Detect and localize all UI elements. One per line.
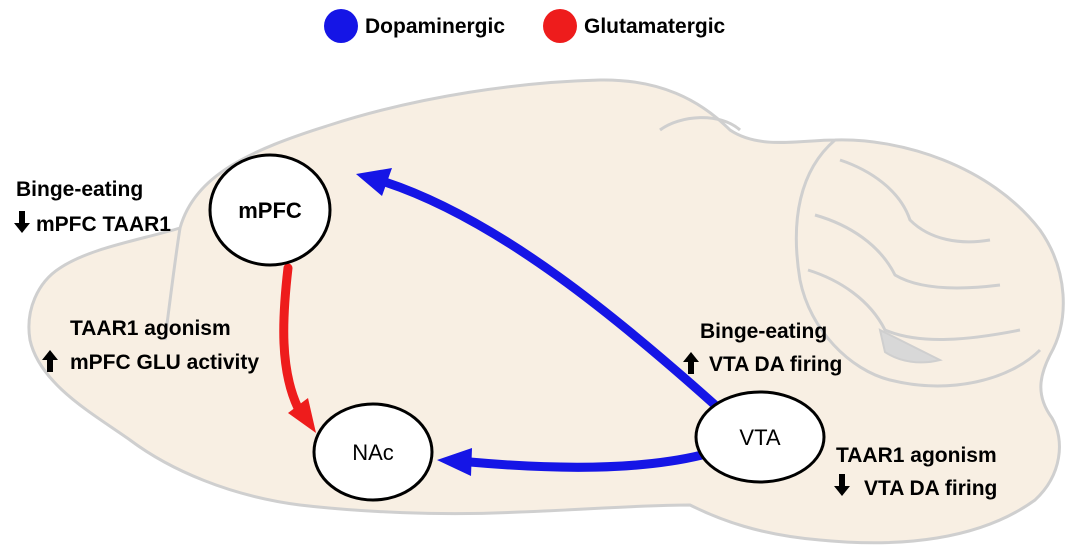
cerebellum-outline (794, 138, 1042, 388)
annotation-vta-agonism-line2: VTA DA firing (864, 477, 997, 500)
node-mpfc-ellipse (208, 153, 332, 267)
up-arrow-icon (42, 350, 58, 372)
annotation-mpfc-agonism: TAAR1 agonism mPFC GLU activity (42, 317, 259, 374)
annotation-mpfc-binge-line2: mPFC TAAR1 (36, 213, 171, 236)
annotation-vta-binge: Binge-eating VTA DA firing (683, 320, 842, 376)
edge-vta-to-nac (465, 450, 707, 472)
olfactory-fold (163, 227, 182, 341)
down-arrow-icon (14, 211, 30, 233)
legend-glutamatergic-label: Glutamatergic (584, 15, 726, 38)
annotation-mpfc-agonism-line1: TAAR1 agonism (70, 317, 231, 340)
brainstem-region (878, 328, 943, 364)
edge-vta-to-mpfc (380, 177, 720, 410)
node-vta-ellipse (694, 390, 826, 484)
node-mpfc: mPFC (208, 153, 332, 267)
annotation-vta-agonism: TAAR1 agonism VTA DA firing (834, 444, 997, 500)
arrowhead-mpfc (356, 168, 392, 196)
annotation-vta-binge-line1: Binge-eating (700, 320, 827, 343)
annotation-mpfc-agonism-line2: mPFC GLU activity (70, 351, 259, 374)
edge-mpfc-to-nac (279, 263, 303, 413)
down-arrow-icon (834, 474, 850, 496)
arrowhead-nac (437, 448, 472, 476)
legend-dopaminergic-label: Dopaminergic (365, 15, 505, 38)
legend: Dopaminergic Glutamatergic (324, 9, 726, 43)
node-vta: VTA (694, 390, 826, 484)
legend-glutamatergic-swatch (543, 9, 577, 43)
pathways (279, 168, 720, 476)
annotation-vta-agonism-line1: TAAR1 agonism (836, 444, 997, 467)
cortex-fold (659, 116, 742, 132)
annotation-mpfc-binge-line1: Binge-eating (16, 178, 143, 201)
node-nac: NAc (312, 402, 434, 502)
arrowhead-nac-red (288, 398, 316, 433)
annotation-mpfc-binge: Binge-eating mPFC TAAR1 (14, 178, 171, 236)
up-arrow-icon (683, 352, 699, 374)
node-nac-ellipse (312, 402, 434, 502)
legend-dopaminergic-swatch (324, 9, 358, 43)
cerebellum-fold-3 (807, 268, 1021, 341)
cerebellum-fold-2 (814, 213, 1001, 290)
node-vta-label: VTA (739, 425, 780, 450)
node-nac-label: NAc (352, 440, 394, 465)
cerebellum-fold-1 (839, 158, 991, 244)
node-mpfc-label: mPFC (238, 198, 302, 223)
annotation-vta-binge-line2: VTA DA firing (709, 353, 842, 376)
brain-outline (27, 78, 1065, 545)
brain-silhouette (27, 78, 1065, 545)
